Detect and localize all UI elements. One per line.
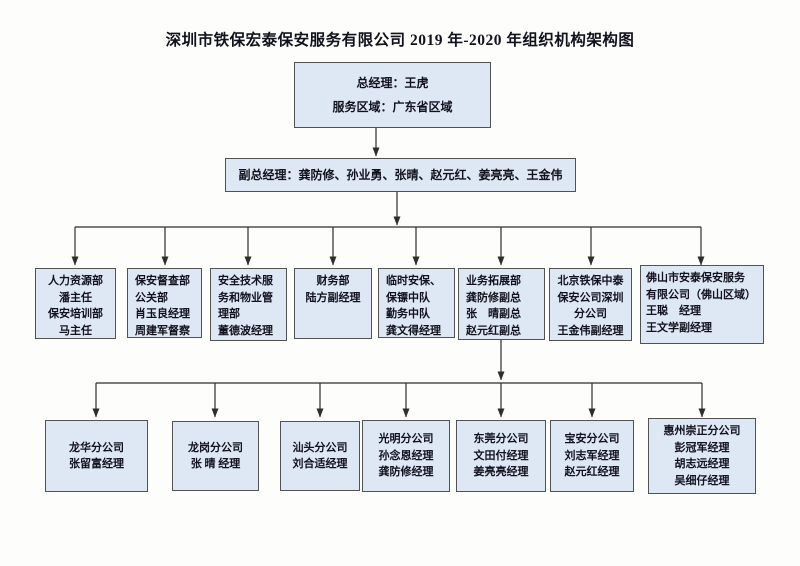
org-node-text-line: 公关部	[135, 291, 168, 304]
org-node-text-line: 王金伟副经理	[557, 324, 624, 337]
org-node-text-line: 王文学副经理	[646, 321, 712, 334]
org-node-text-line: 有限公司（佛山区域）	[646, 288, 756, 301]
org-node-text-line: 保安公司深圳	[557, 291, 624, 304]
org-node-text-line: 赵元红副总	[466, 324, 521, 337]
org-node-longgang-branch: 龙岗分公司张 晴 经理	[172, 421, 259, 491]
org-node-text-line: 龚防修经理	[378, 466, 434, 479]
org-node-text-line: 彭冠军经理	[674, 441, 730, 454]
org-node-baoan-branch: 宝安分公司刘志军经理赵元红经理	[550, 420, 634, 492]
org-node-text-line: 张 晴副总	[466, 308, 521, 320]
org-node-text-line: 佛山市安泰保安服务	[646, 272, 745, 284]
org-node-business-dev-dept: 业务拓展部龚防修副总张 晴副总赵元红副总	[458, 268, 545, 340]
org-node-text-line: 光明分公司	[378, 433, 434, 446]
org-node-shantou-branch: 汕头分公司刘合适经理	[280, 421, 360, 491]
org-node-supervision-dept: 保安督查部公关部肖玉良经理周建军督察	[127, 268, 202, 338]
org-node-guangming-branch: 光明分公司孙念恩经理龚防修经理	[362, 420, 450, 492]
org-node-text-line: 孙念恩经理	[378, 449, 434, 462]
org-node-text-line: 服务区域：广东省区域	[332, 100, 453, 115]
page-title: 深圳市铁保宏泰保安服务有限公司 2019 年-2020 年组织机构架构图	[165, 32, 635, 49]
org-node-text-line: 保安培训部	[48, 308, 103, 320]
org-node-deputy-general-managers: 副总经理：龚防修、孙业勇、张晴、赵元红、姜亮亮、王金伟	[225, 158, 576, 192]
org-node-text-line: 分公司	[574, 308, 607, 320]
org-node-text-line: 姜亮亮经理	[473, 466, 529, 479]
org-node-text-line: 胡志远经理	[674, 458, 730, 470]
org-node-text-line: 张 晴 经理	[190, 458, 241, 470]
org-node-text-line: 龙华分公司	[69, 441, 124, 454]
org-node-text-line: 龙岗分公司	[188, 441, 243, 454]
org-node-text-line: 肖玉良经理	[135, 308, 190, 320]
org-node-text-line: 理部	[218, 308, 240, 320]
org-node-text-line: 周建军督察	[135, 324, 190, 337]
org-node-text-line: 张留富经理	[69, 458, 124, 470]
org-node-text-line: 勤务中队	[386, 308, 430, 320]
org-node-text-line: 东莞分公司	[473, 433, 529, 446]
org-node-foshan-antai-company: 佛山市安泰保安服务有限公司（佛山区域） 王聪 经理王文学副经理	[640, 265, 764, 344]
org-node-text-line: 汕头分公司	[292, 441, 348, 454]
org-node-text-line: 宝安分公司	[564, 433, 620, 446]
org-node-text-line: 副总经理：龚防修、孙业勇、张晴、赵元红、姜亮亮、王金伟	[238, 168, 563, 182]
org-node-text-line: 潘主任	[59, 291, 92, 304]
org-node-text-line: 陆方副经理	[305, 291, 361, 304]
org-node-text-line: 董德波经理	[218, 324, 273, 337]
org-node-text-line: 总经理：王虎	[356, 75, 429, 90]
org-node-text-line: 惠州崇正分公司	[663, 425, 741, 437]
org-node-text-line: 务和物业管	[218, 291, 273, 304]
org-node-text-line: 马主任	[59, 324, 92, 337]
org-node-text-line: 保安督查部	[135, 275, 190, 287]
org-node-text-line: 文田付经理	[473, 449, 529, 462]
org-node-huizhou-chongzheng-branch: 惠州崇正分公司彭冠军经理胡志远经理吴细仔经理	[648, 418, 756, 494]
org-node-dongguan-branch: 东莞分公司文田付经理姜亮亮经理	[456, 420, 546, 492]
org-node-beijing-tiebao-zhongtai-shenzhen-branch: 北京铁保中泰保安公司深圳分公司王金伟副经理	[549, 268, 632, 341]
connector-l3-l4	[92, 340, 706, 418]
org-node-hr-dept: 人力资源部潘主任保安培训部马主任	[35, 268, 116, 339]
org-node-longhua-branch: 龙华分公司张留富经理	[45, 420, 148, 492]
org-node-text-line: 赵元红经理	[564, 466, 620, 479]
org-node-text-line: 安全技术服	[218, 275, 273, 287]
connector-l2-l3	[71, 192, 705, 266]
org-node-text-line: 吴细仔经理	[674, 474, 730, 487]
org-node-text-line: 刘志军经理	[564, 449, 620, 462]
org-node-temp-security-teams: 临时安保、保镖中队勤务中队龚文得经理	[378, 268, 455, 338]
org-node-text-line: 龚文得经理	[386, 324, 441, 337]
org-node-text-line: 财务部	[316, 275, 350, 287]
org-node-general-manager: 总经理：王虎服务区域：广东省区域	[294, 62, 491, 128]
org-node-text-line: 业务拓展部	[466, 275, 521, 287]
org-node-finance-dept: 财务部陆方副经理	[294, 268, 372, 339]
org-node-text-line: 刘合适经理	[292, 458, 348, 470]
org-node-text-line: 王聪 经理	[646, 305, 701, 317]
org-node-text-line: 北京铁保中泰	[557, 275, 624, 287]
org-node-text-line: 龚防修副总	[466, 291, 521, 304]
org-node-text-line: 临时安保、	[386, 275, 441, 287]
org-node-text-line: 人力资源部	[48, 275, 103, 287]
org-node-security-tech-property-dept: 安全技术服务和物业管理部董德波经理	[210, 268, 287, 341]
org-node-text-line: 保镖中队	[386, 291, 430, 304]
